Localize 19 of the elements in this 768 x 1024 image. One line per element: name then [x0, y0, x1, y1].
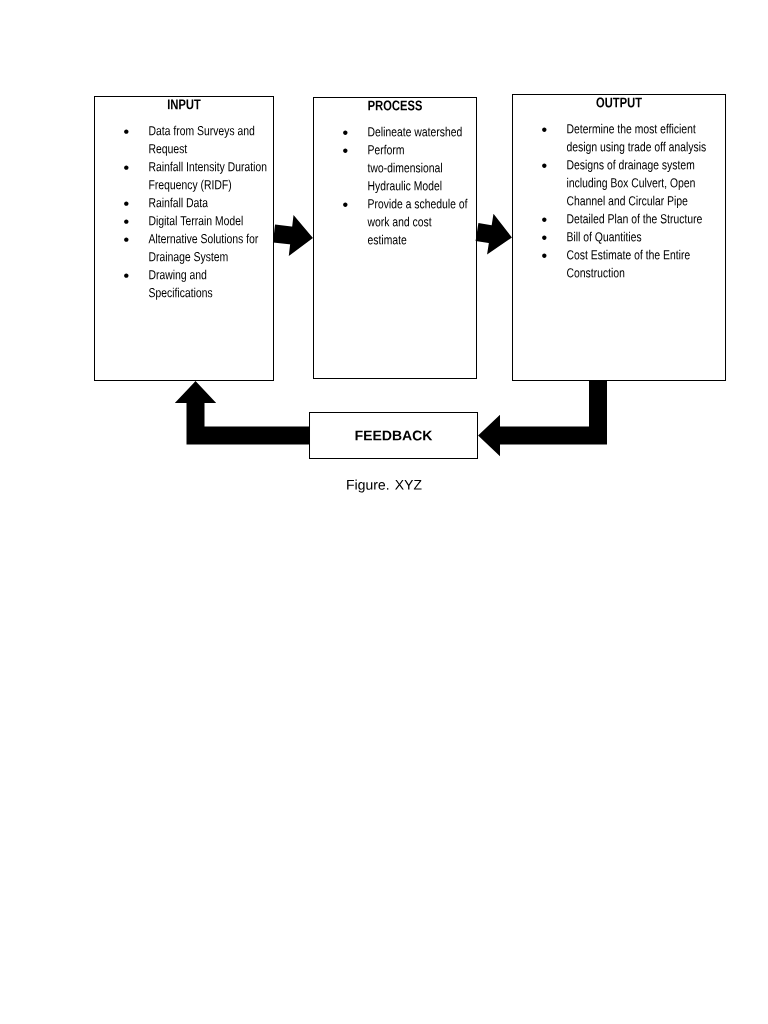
feedback-box: FEEDBACK — [309, 412, 478, 459]
bullet-item: Rainfall Intensity Duration Frequency (RIDF) — [124, 161, 267, 192]
bullet-item: Determine the most efficient design using trade off analysis — [542, 123, 706, 154]
bullet-item: Data from Surveys and Request — [124, 125, 255, 156]
caption: Figure. XYZ — [347, 479, 422, 493]
bullet-item: Designs of drainage system including Box Culvert, Open Channel and Circular Pipe — [542, 159, 695, 208]
bullet-item: Perform two-dimensional Hydraulic Model — [343, 144, 442, 193]
bullet-item: Digital Terrain Model — [124, 215, 243, 228]
bullet-item: Provide a schedule of work and cost estimate — [343, 198, 468, 245]
process-box: INPUT Data from Surveys and Request Rainfall Intensity Duration Frequency (RIDF) Rainfall Data Digital Terrain Model Alternative Solutions for Drainage System Drawing and Specifications — [94, 96, 274, 381]
bullet-item: Bill of Quantities — [542, 231, 642, 244]
bullet-item: Alternative Solutions for Drainage System — [124, 233, 259, 264]
bullet-item: Rainfall Data — [124, 197, 208, 208]
bullet-item: Cost Estimate of the Entire Construction — [542, 249, 690, 278]
bullet-item: Detailed Plan of the Structure — [542, 213, 702, 224]
process-box: OUTPUT Determine the most efficient design using trade off analysis Designs of drainage system including Box Culvert, Open Channel and Circular Pipe Detailed Plan of the Structure Bill of Quantities Cost Estimate of the Entire Construction — [512, 94, 726, 381]
bullet-item: Delineate watershed — [343, 126, 462, 137]
bullet-item: Drawing and Specifications — [124, 269, 213, 300]
process-box: PROCESS Delineate watershed Perform two-dimensional Hydraulic Model Provide a schedule of work and cost estimate — [313, 97, 477, 379]
